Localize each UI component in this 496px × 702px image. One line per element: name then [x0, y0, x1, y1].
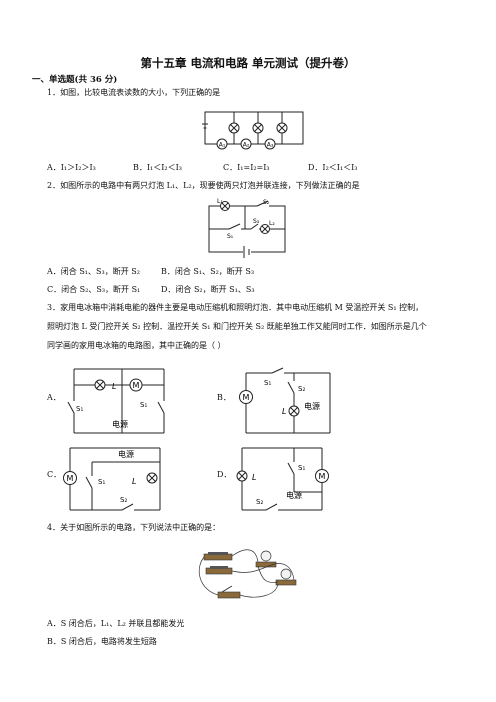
lamp-label: L: [132, 477, 136, 486]
motor-label: M: [319, 472, 326, 481]
question-2-stem: 2．如图所示的电路中有两只灯泡 L₁、L₂，现要使两只灯泡并联连接，下列做法正确…: [47, 181, 360, 190]
switch-s1-label: S₁: [76, 405, 83, 413]
motor-label: M: [67, 474, 74, 483]
ammeter-a2-label: A₂: [243, 142, 250, 149]
q1-option-b[interactable]: B．I₁＜I₂＜I₃: [133, 163, 182, 172]
lamp-label: L: [112, 382, 116, 391]
lamp-icon: [276, 122, 288, 134]
question-1-circuit-diagram: A₁ A₂ A₃: [202, 111, 304, 150]
q3-option-d-circuit[interactable]: L S₁ M 电源 S₂: [232, 440, 342, 515]
q3-option-d-letter[interactable]: D．: [217, 470, 232, 479]
switch-s2-label: S₂: [298, 385, 305, 393]
motor-icon: M: [63, 471, 77, 485]
ammeter-a1-icon: A₁: [216, 138, 228, 150]
power-label: 电源: [304, 401, 320, 411]
q3-option-c-circuit[interactable]: 电源 M S₁ L S₂: [62, 440, 172, 515]
q2-label-s1: S₁: [227, 233, 234, 240]
lamp-icon: [146, 472, 158, 484]
q2-label-l2: L₂: [269, 220, 275, 227]
ammeter-a3-label: A₃: [267, 142, 274, 149]
lamp-l2-icon: [260, 224, 270, 234]
question-4-physical-circuit-illustration: [198, 549, 297, 599]
switch-s1-label: S₁: [140, 401, 147, 409]
q1-option-c[interactable]: C．I₁=I₂=I₃: [223, 163, 270, 172]
q2-option-d[interactable]: D．闭合 S₂，断开 S₁、S₃: [161, 285, 255, 294]
q2-option-c[interactable]: C．闭合 S₂、S₃，断开 S₁: [47, 285, 141, 294]
lamp-icon: [236, 470, 248, 482]
page-title: 第十五章 电流和电路 单元测试（提升卷）: [140, 56, 356, 70]
q3-option-a-letter[interactable]: A．: [47, 393, 61, 402]
ammeter-a1-label: A₁: [219, 142, 226, 149]
switch-s2-label: S₂: [120, 496, 127, 504]
question-1-stem: 1．如图，比较电流表读数的大小，下列正确的是: [47, 88, 221, 97]
ammeter-a2-icon: A₂: [240, 138, 252, 150]
lamp-icon: [288, 405, 300, 417]
q2-option-a[interactable]: A．闭合 S₁、S₃，断开 S₂: [47, 267, 140, 276]
ammeter-a3-icon: A₃: [264, 138, 276, 150]
switch-s1-label: S₁: [298, 464, 305, 472]
q4-option-b[interactable]: B．S 闭合后，电路将发生短路: [47, 637, 157, 646]
power-label: 电源: [118, 449, 134, 459]
question-4-stem: 4．关于如图所示的电路，下列说法中正确的是：: [47, 523, 221, 532]
motor-label: M: [243, 393, 250, 402]
q2-option-b[interactable]: B．闭合 S₁、S₂，断开 S₃: [161, 267, 255, 276]
switch-s2-label: S₂: [256, 498, 263, 506]
lamp-icon: [252, 122, 264, 134]
motor-icon: M: [239, 390, 253, 404]
switch-s1-label: S₁: [264, 379, 271, 387]
q3-option-b-letter[interactable]: B．: [217, 393, 231, 402]
motor-icon: M: [315, 469, 329, 483]
q4-option-a[interactable]: A．S 闭合后，L₁、L₂ 并联且都能发光: [47, 619, 185, 628]
q3-option-a-circuit[interactable]: L M S₁ S₁ 电源: [62, 365, 172, 437]
motor-icon: M: [129, 378, 143, 392]
lamp-icon: [228, 122, 240, 134]
section-heading: 一、单选题(共 36 分): [32, 75, 118, 85]
lamp-icon: [94, 379, 106, 391]
q3-option-b-circuit[interactable]: M S₁ S₂ L 电源: [232, 365, 342, 437]
power-label: 电源: [286, 490, 302, 500]
power-label: 电源: [112, 419, 128, 429]
q1-option-d[interactable]: D．I₂＜I₁＜I₃: [308, 163, 358, 172]
question-3-line-2: 照明灯泡 L 受门控开关 S₂ 控制．温控开关 S₁ 和门控开关 S₂ 既能单独…: [47, 322, 427, 331]
q3-option-c-letter[interactable]: C．: [47, 470, 62, 479]
lamp-label: L: [252, 473, 256, 482]
question-3-line-1: 3．家用电冰箱中消耗电能的器件主要是电动压缩机和照明灯泡．其中电动压缩机 M 受…: [47, 303, 424, 312]
lamp-label: L: [282, 407, 286, 416]
motor-label: M: [133, 381, 140, 390]
switch-s1-label: S₁: [98, 478, 105, 486]
lamp-l1-icon: [220, 201, 230, 211]
q2-label-s2: S₂: [263, 199, 270, 206]
question-2-circuit-diagram: L₁ S₂ L₂ S₁ S₃: [208, 198, 286, 258]
q2-label-s3: S₃: [253, 218, 260, 225]
q2-label-l1: L₁: [217, 198, 223, 205]
question-3-line-3: 同学画的家用电冰箱的电路图，其中正确的是（ ）: [47, 341, 226, 350]
q1-option-a[interactable]: A．I₁＞I₂＞I₃: [47, 163, 96, 172]
